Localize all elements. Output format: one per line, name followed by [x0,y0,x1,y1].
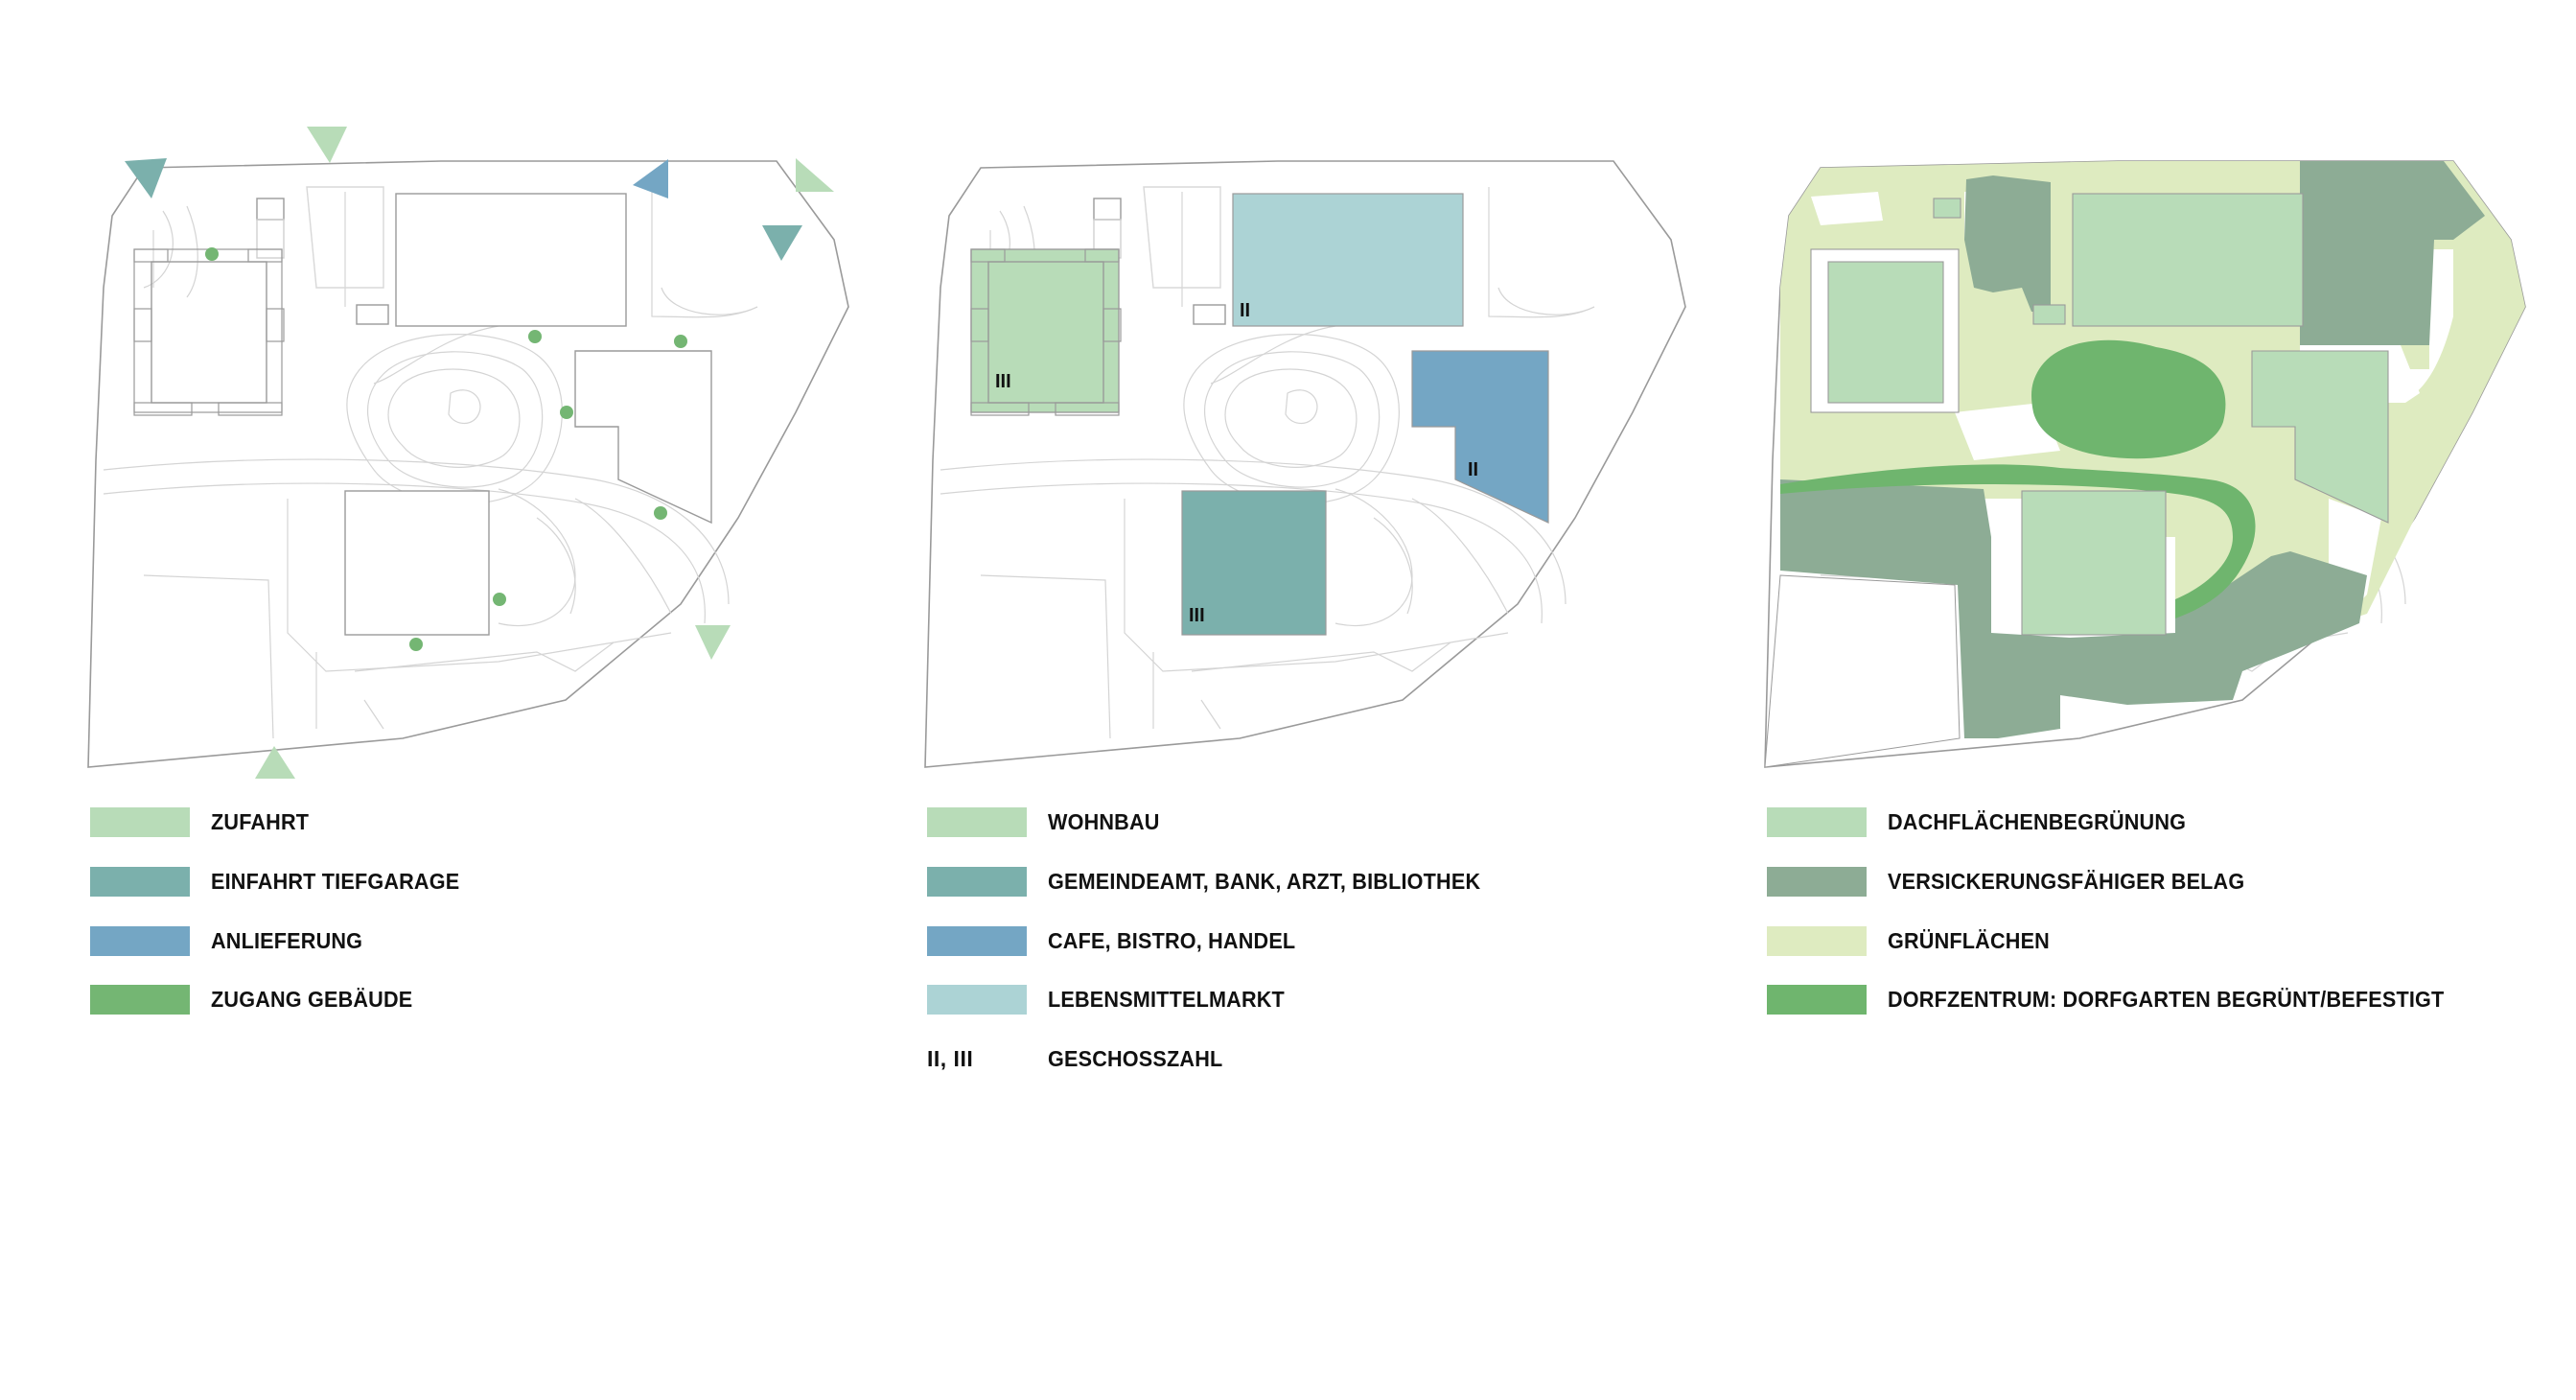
legend-swatch [90,866,190,897]
storey-label-supermarket: II [1240,300,1250,321]
legend-label: VERSICKERUNGSFÄHIGER BELAG [1888,868,2245,894]
map-green [1764,160,2526,768]
legend-label: GRÜNFLÄCHEN [1888,927,2050,953]
legend-swatch [1767,925,1867,956]
legend-label: CAFE, BISTRO, HANDEL [1048,927,1296,953]
legend-swatch [90,806,190,837]
map-uses: III II II III [924,160,1686,768]
building-community [1181,490,1327,636]
building-supermarket [1232,193,1464,327]
map-access [87,127,849,779]
legend-item: ANLIEFERUNG [90,924,376,957]
legend-swatch [1767,984,1867,1015]
village-garden [1780,339,2256,618]
legend-item: ZUGANG GEBÄUDE [90,983,430,1015]
residential-block [970,248,1120,413]
access-triangle [695,625,731,660]
legend-label: GEMEINDEAMT, BANK, ARZT, BIBLIOTHEK [1048,868,1481,894]
legend-item: ZUFAHRT [90,805,317,838]
building-cafe [1411,350,1549,524]
legend-label: DORFZENTRUM: DORFGARTEN BEGRÜNT/BEFESTIG… [1888,986,2445,1012]
legend-swatch [90,925,190,956]
legend-label: WOHNBAU [1048,808,1160,834]
legend-label: EINFAHRT TIEFGARAGE [211,868,460,894]
storey-label-cafe: II [1468,459,1478,480]
legend-swatch-text: II, III [927,1045,974,1071]
legend-item: VERSICKERUNGSFÄHIGER BELAG [1767,865,2276,898]
legend-item: GRÜNFLÄCHEN [1767,924,2064,957]
legend-label: LEBENSMITTELMARKT [1048,986,1285,1012]
storey-label-community: III [1189,605,1205,626]
legend-label: GESCHOSSZAHL [1048,1045,1223,1071]
legend-swatch [927,984,1027,1015]
legend-swatch [90,984,190,1015]
building-community [344,490,490,636]
legend-swatch [927,806,1027,837]
garage-triangle [125,158,167,198]
legend-item: WOHNBAU [927,805,1170,838]
legend-label: ZUGANG GEBÄUDE [211,986,413,1012]
access-triangle [796,158,834,192]
legend-swatch [1767,806,1867,837]
entrance-dots [205,247,687,651]
access-triangle [255,746,295,779]
legend-swatch [927,866,1027,897]
legend-item: DACHFLÄCHENBEGRÜNUNG [1767,805,2212,838]
legend-label: ZUFAHRT [211,808,310,834]
legend-item: GEMEINDEAMT, BANK, ARZT, BIBLIOTHEK [927,865,1518,898]
legend-item: DORFZENTRUM: DORFGARTEN BEGRÜNT/BEFESTIG… [1767,983,2493,1015]
storey-label-residential: III [995,371,1011,392]
garage-triangle [762,225,802,261]
legend-swatch [1767,866,1867,897]
legend-label: DACHFLÄCHENBEGRÜNUNG [1888,808,2187,834]
legend-swatch [927,925,1027,956]
access-triangle [307,127,347,163]
legend-item: CAFE, BISTRO, HANDEL [927,924,1317,957]
legend-label: ANLIEFERUNG [211,927,363,953]
legend-item: EINFAHRT TIEFGARAGE [90,865,481,898]
building-supermarket [395,193,627,327]
permeable-surfaces [1780,161,2485,738]
building-cafe [574,350,712,525]
delivery-triangle [633,159,668,198]
legend-item: II, III GESCHOSSZAHL [927,1042,1238,1075]
green-roofs [1810,193,2389,636]
legend-item: LEBENSMITTELMARKT [927,983,1305,1015]
